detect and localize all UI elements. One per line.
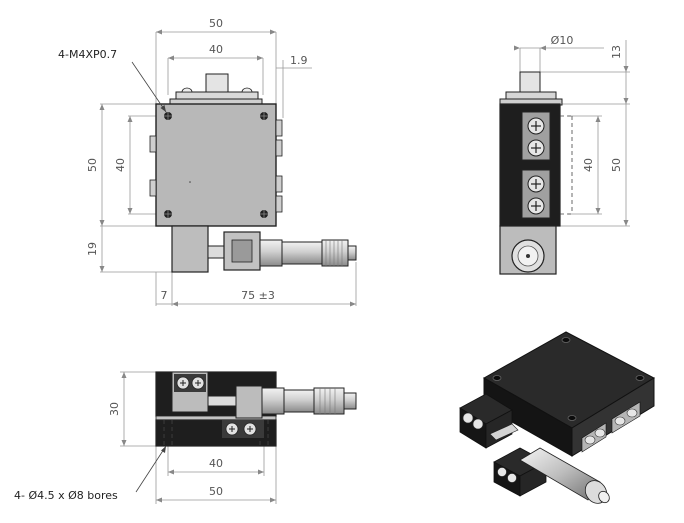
bore-note: 4- Ø4.5 x Ø8 bores — [14, 489, 118, 502]
dim-bottom-width-50: 50 — [209, 485, 223, 498]
dim-front-hole-spacing-40: 40 — [209, 43, 223, 56]
dim-front-offset-1-9: 1.9 — [290, 54, 308, 67]
dim-knob-height-13: 13 — [610, 45, 623, 59]
dim-side-hole-40: 40 — [582, 158, 595, 172]
front-view: 50 40 1.9 4-M4XP0.7 50 40 19 7 75 ±3 — [58, 17, 357, 307]
dim-front-height-50: 50 — [86, 158, 99, 172]
bottom-view: 30 40 50 4- Ø4.5 x Ø8 bores — [14, 371, 357, 504]
dim-front-offset-7: 7 — [161, 289, 168, 302]
dim-knob-diameter: Ø10 — [551, 34, 574, 47]
dim-side-height-50: 50 — [610, 158, 623, 172]
dim-bottom-height-30: 30 — [108, 402, 121, 416]
side-view: Ø10 13 40 50 — [499, 34, 630, 275]
dim-front-width-50: 50 — [209, 17, 223, 30]
isometric-view — [459, 331, 656, 504]
dim-bottom-hole-spacing-40: 40 — [209, 457, 223, 470]
dim-front-lower-19: 19 — [86, 242, 99, 256]
dim-front-hole-height-40: 40 — [114, 158, 127, 172]
dim-front-travel: 75 ±3 — [241, 289, 275, 302]
thread-note: 4-M4XP0.7 — [58, 48, 117, 61]
